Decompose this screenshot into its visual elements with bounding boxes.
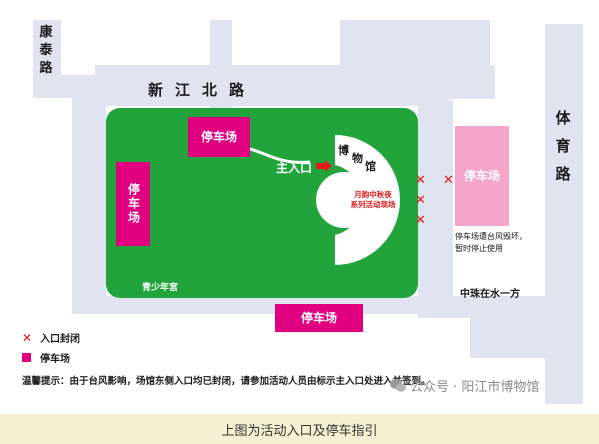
main-entrance-label: 主入口 (276, 161, 313, 175)
notice-text: 温馨提示：由于台风影响，场馆东侧入口均已封闭，请参加活动人员由标示主入口处进入并… (22, 376, 431, 387)
legend-parking-label: 停车场 (40, 354, 70, 365)
parking-lot-west-label: 停车场 (126, 183, 141, 225)
closed-entrance-marker: ✕ (415, 173, 426, 188)
road-east-connector (418, 100, 453, 310)
road-tiyu (545, 24, 583, 404)
event-venue-label: 月韵中秋夜 系列活动现场 (350, 190, 396, 209)
road-kangtai-junction (33, 75, 95, 98)
road-xinjiang-north (72, 98, 448, 106)
closed-entrance-marker: ✕ (415, 213, 426, 228)
watermark-text: 公众号 · 阳江市博物馆 (410, 380, 540, 395)
wechat-icon (390, 379, 406, 392)
road-ne-block (340, 20, 490, 70)
zhongzhu-label: 中珠在水一方 (460, 289, 520, 300)
watermark: 公众号 · 阳江市博物馆 (390, 376, 539, 395)
museum-label: 博 物 馆 (338, 144, 376, 173)
road-label-xinjiang-north: 新江北路 (148, 81, 257, 99)
legend-closed-label: 入口封闭 (40, 334, 81, 345)
road-se (418, 296, 545, 318)
arrow-right-icon (316, 160, 332, 172)
parking-lot-south: 停车场 (275, 304, 363, 332)
parking-lot-west: 停车场 (116, 162, 150, 246)
legend-closed: ✕ 入口封闭 (22, 330, 81, 346)
museum-building (316, 135, 400, 265)
closed-entrance-marker: ✕ (415, 193, 426, 208)
road-north-gap (210, 20, 232, 108)
road-label-tiyu: 体育路 (555, 109, 571, 183)
legend-parking: 停车场 (22, 350, 70, 365)
parking-closed-note: 停车场遭台风毁坏， 暂时停止使用 (455, 232, 527, 253)
parking-lot-east-closed: 停车场 (455, 126, 509, 226)
road-south (72, 296, 462, 314)
road-top-band (95, 65, 495, 99)
parking-swatch-icon (22, 353, 31, 362)
caption-bar: 上图为活动入口及停车指引 (0, 414, 599, 444)
closed-entrance-marker: ✕ (443, 173, 454, 188)
road-se-diagonal (470, 318, 545, 358)
road-label-kangtai: 康泰路 (39, 25, 53, 76)
map-area: 停车场 停车场 停车场 停车场 ✕ ✕ ✕ ✕ 康泰路 新江北路 体育路 主入口… (22, 20, 583, 404)
caption-text: 上图为活动入口及停车指引 (221, 423, 378, 439)
closed-x-icon: ✕ (22, 330, 33, 345)
road-west (72, 98, 106, 296)
youth-palace-label: 青少年宫 (142, 283, 179, 293)
parking-lot-north: 停车场 (188, 117, 250, 157)
